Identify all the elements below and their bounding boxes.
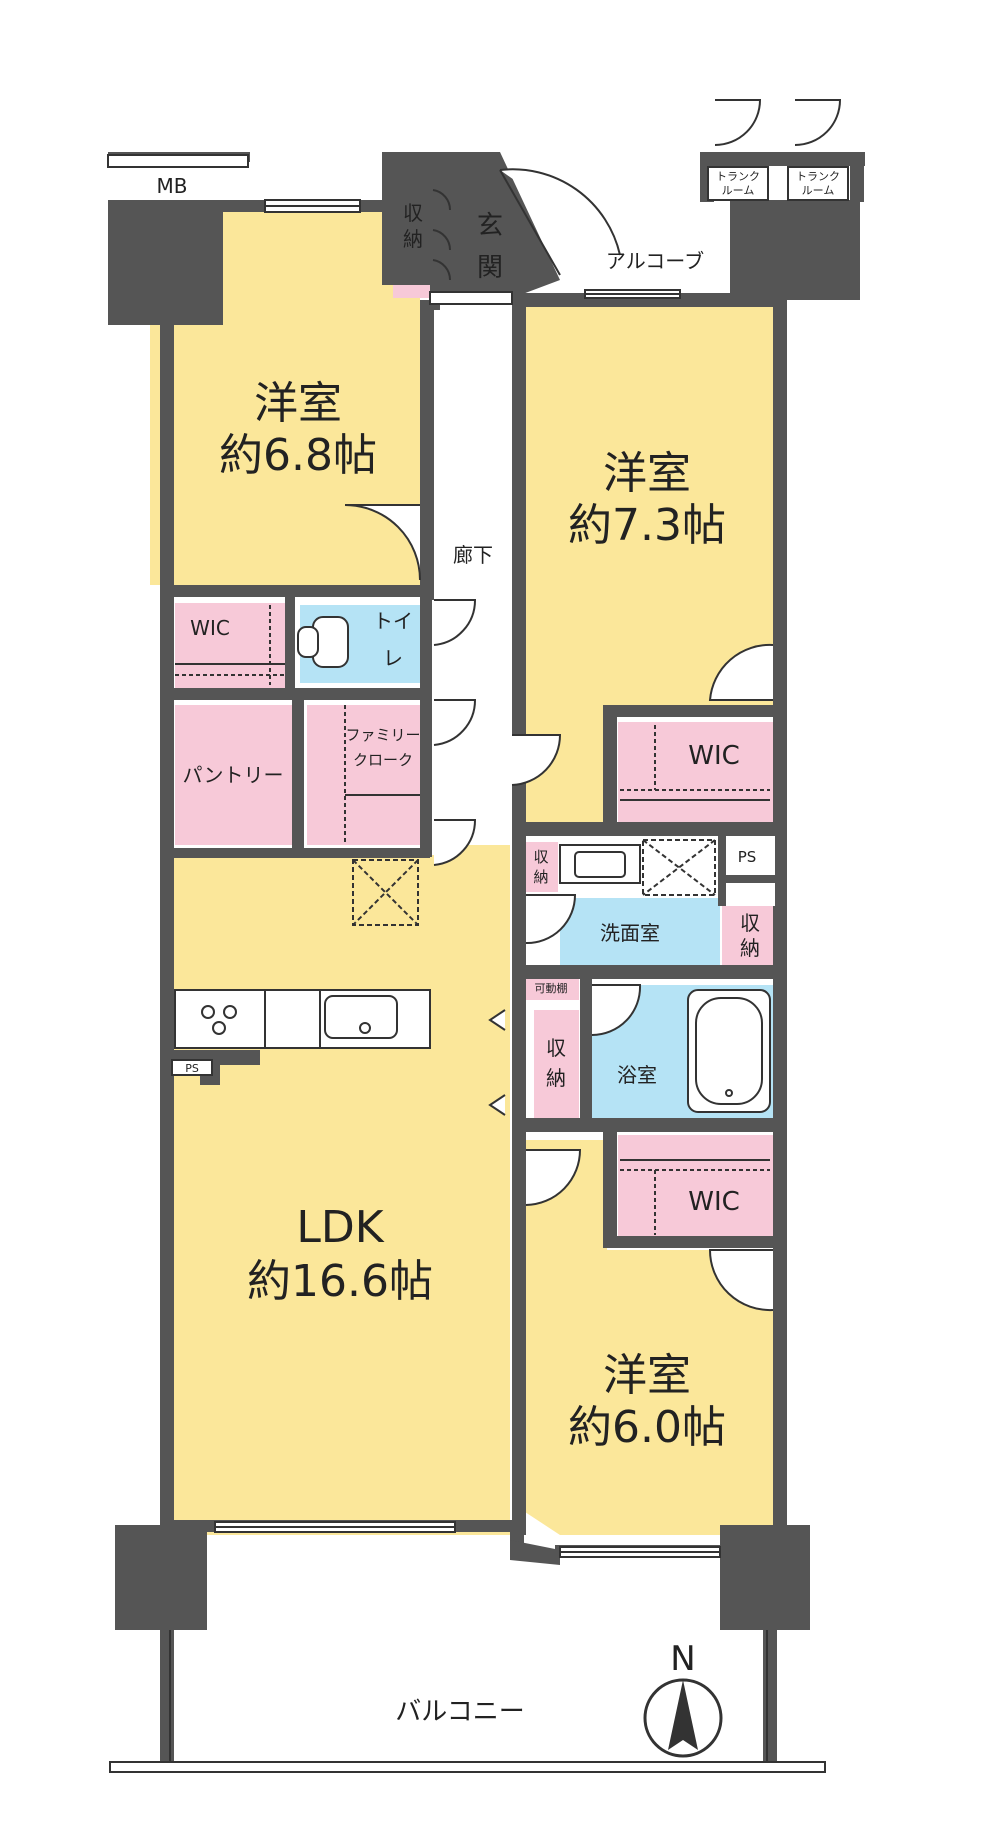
storage-right-label-1: 収 <box>740 911 760 935</box>
storage-wash-fill <box>524 842 558 892</box>
trunk-room-2-label-a: トランク <box>796 170 840 183</box>
wic-left-label: WIC <box>190 616 230 640</box>
wic-right-bottom-label: WIC <box>688 1187 740 1217</box>
room3-fill <box>522 1140 775 1535</box>
room3-name: 洋室 <box>603 1350 691 1401</box>
storage-top-label-1: 収 <box>403 201 423 225</box>
alcove-label: アルコーブ <box>606 249 704 273</box>
doors <box>344 99 842 1312</box>
mb-label: MB <box>157 174 188 198</box>
movable-shelf-fill <box>524 975 579 1000</box>
bathroom-label: 浴室 <box>617 1063 657 1087</box>
movable-shelf-label: 可動棚 <box>535 981 568 995</box>
entrance-label-2: 関 <box>477 253 503 283</box>
north-label: N <box>670 1639 695 1679</box>
wic-left-fill <box>175 603 285 688</box>
north-compass: N <box>643 1639 723 1758</box>
toilet-label-2: レ <box>383 646 403 670</box>
pantry-fill <box>175 705 292 845</box>
room2-size: 約7.3帖 <box>568 500 726 551</box>
toilet-label-1: トイ <box>373 609 413 633</box>
ldk-name: LDK <box>296 1202 384 1253</box>
ps-kitchen-label: PS <box>185 1062 199 1075</box>
washroom-fill <box>560 898 720 971</box>
trunk-room-1-label-a: トランク <box>716 170 760 183</box>
storage-mid-label-2: 納 <box>546 1066 566 1090</box>
pantry-label: パントリー <box>183 763 284 787</box>
room3-size: 約6.0帖 <box>568 1402 726 1453</box>
storage-mid-label-1: 収 <box>546 1036 566 1060</box>
hallway-label: 廊下 <box>453 543 493 567</box>
room2-name: 洋室 <box>603 448 691 499</box>
wic-right-top-fill <box>618 722 775 827</box>
ldk-size: 約16.6帖 <box>247 1256 433 1307</box>
fixtures <box>107 154 849 1235</box>
entrance-label-1: 玄 <box>477 211 503 241</box>
trunk-room-1-label-b: ルーム <box>722 184 755 197</box>
trunk-room-2-label-b: ルーム <box>802 184 835 197</box>
storage-wash-label-2: 納 <box>533 868 548 886</box>
storage-top-label-2: 納 <box>403 227 423 251</box>
room1-name: 洋室 <box>254 378 342 429</box>
storage-right-fill <box>722 905 775 970</box>
storage-wash-label-1: 収 <box>533 848 548 866</box>
ldk-fill <box>172 845 510 1535</box>
storage-right-label-2: 納 <box>740 936 760 960</box>
family-closet-label-1: ファミリー <box>345 726 420 744</box>
washroom-label: 洗面室 <box>600 921 660 945</box>
family-closet-fill <box>307 705 424 845</box>
balcony-rail <box>109 1630 826 1773</box>
storage-mid-fill <box>534 1010 579 1122</box>
ps-right-label: PS <box>738 848 757 866</box>
room1-size: 約6.8帖 <box>219 430 377 481</box>
wic-right-top-label: WIC <box>688 741 740 771</box>
balcony-label: バルコニー <box>395 1697 524 1727</box>
wic-right-bottom-fill <box>618 1135 775 1240</box>
family-closet-label-2: クローク <box>353 751 413 769</box>
windows <box>214 199 721 1558</box>
